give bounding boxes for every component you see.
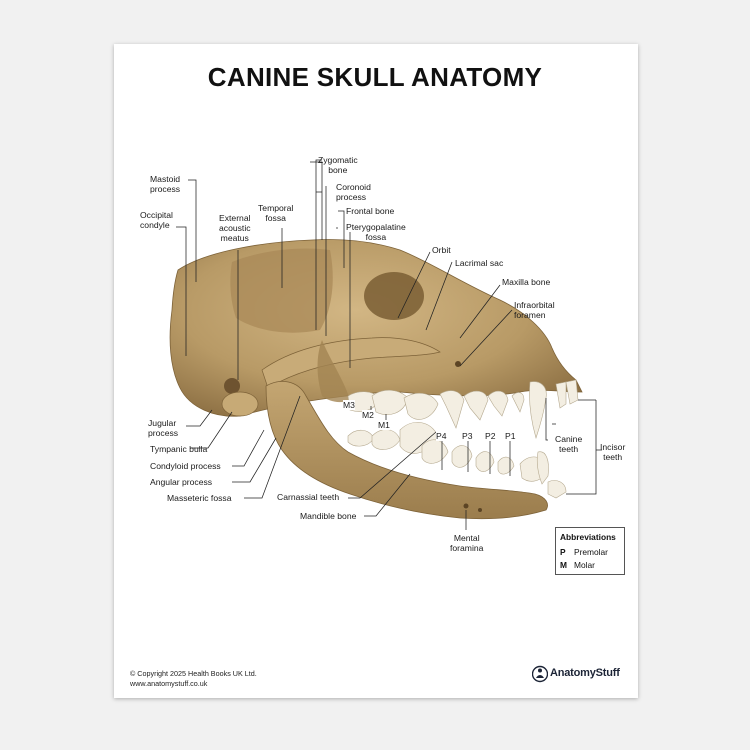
footer-copyright-block: © Copyright 2025 Health Books UK Ltd. ww… bbox=[130, 669, 257, 689]
label-m1: M1 bbox=[378, 420, 390, 430]
label-pterygopalatine-fossa: Pterygopalatine fossa bbox=[346, 222, 406, 242]
infraorbital-foramen-dot bbox=[455, 361, 461, 367]
mental-foramen-dot-1 bbox=[463, 503, 469, 509]
label-angular-process: Angular process bbox=[150, 477, 213, 487]
label-condyloid-process: Condyloid process bbox=[150, 461, 221, 471]
acoustic-meatus bbox=[224, 378, 240, 394]
label-temporal-fossa: Temporal fossa bbox=[258, 203, 294, 223]
label-infraorbital-foramen: Infraorbital foramen bbox=[514, 300, 555, 320]
mandible bbox=[265, 381, 548, 520]
coronoid bbox=[317, 340, 350, 403]
abbreviations-box: Abbreviations P Premolar M Molar bbox=[555, 527, 625, 575]
label-frontal-bone: Frontal bone bbox=[346, 206, 395, 216]
label-jugular-process: Jugular process bbox=[148, 418, 179, 438]
page-title: CANINE SKULL ANATOMY bbox=[207, 62, 543, 92]
label-orbit: Orbit bbox=[432, 245, 451, 255]
label-mastoid-process: Mastoid process bbox=[150, 174, 181, 194]
orbit-shape bbox=[364, 272, 424, 320]
brand-name: AnatomyStuff bbox=[550, 667, 620, 679]
brand-logo: AnatomyStuff bbox=[532, 664, 626, 684]
label-maxilla-bone: Maxilla bone bbox=[502, 277, 551, 287]
label-coronoid-process: Coronoid process bbox=[336, 182, 371, 202]
label-zygomatic-bone: Zygomatic bone bbox=[318, 155, 358, 175]
label-external-acoustic-meatus: External acoustic meatus bbox=[219, 213, 251, 243]
brand-person-icon bbox=[532, 665, 548, 683]
leader-lines bbox=[176, 159, 602, 530]
label-lacrimal-sac: Lacrimal sac bbox=[455, 258, 504, 268]
label-canine-teeth: Canine teeth bbox=[555, 434, 583, 454]
temporal-fossa-shade bbox=[230, 248, 333, 333]
label-carnassial-teeth: Carnassial teeth bbox=[277, 492, 340, 502]
abbreviations-heading: Abbreviations bbox=[560, 532, 616, 542]
label-p3: P3 bbox=[462, 431, 473, 441]
website-text: www.anatomystuff.co.uk bbox=[130, 679, 208, 688]
label-p4: P4 bbox=[436, 431, 447, 441]
label-p2: P2 bbox=[485, 431, 496, 441]
label-masseteric-fossa: Masseteric fossa bbox=[167, 493, 232, 503]
label-mental-foramina: Mental foramina bbox=[450, 533, 484, 553]
label-m2: M2 bbox=[362, 410, 374, 420]
mental-foramen-dot-2 bbox=[478, 508, 482, 512]
label-incisor-teeth: Incisor teeth bbox=[600, 442, 626, 462]
lower-teeth bbox=[347, 422, 567, 499]
abbr-key-premolar: P bbox=[560, 547, 566, 557]
label-occipital-condyle: Occipital condyle bbox=[140, 210, 173, 230]
copyright-text: © Copyright 2025 Health Books UK Ltd. bbox=[130, 669, 257, 678]
upper-teeth bbox=[347, 379, 579, 440]
tympanic-bulla-shape bbox=[221, 391, 259, 417]
abbr-key-molar: M bbox=[560, 560, 567, 570]
abbr-value-premolar: Premolar bbox=[574, 547, 608, 557]
abbr-value-molar: Molar bbox=[574, 560, 595, 570]
label-tympanic-bulla: Tympanic bulla bbox=[150, 444, 208, 454]
label-mandible-bone: Mandible bone bbox=[300, 511, 357, 521]
label-p1: P1 bbox=[505, 431, 516, 441]
label-m3: M3 bbox=[343, 400, 355, 410]
